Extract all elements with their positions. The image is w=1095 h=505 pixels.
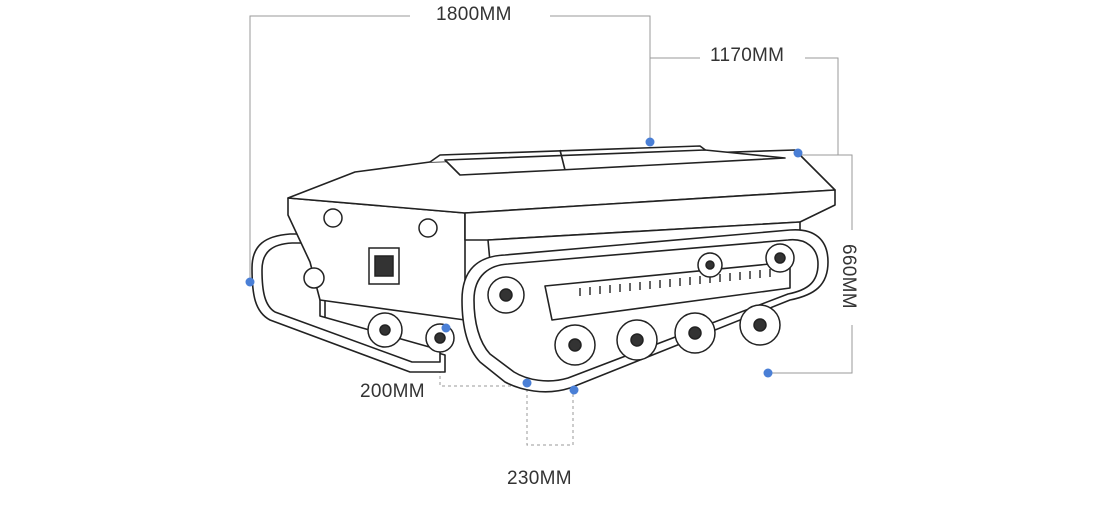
front-light-left (323, 208, 343, 228)
marker-length-start (245, 277, 255, 287)
dimension-markers (245, 137, 803, 395)
marker-track-right (569, 385, 579, 395)
track-width-label: 230MM (503, 468, 576, 490)
marker-width-end (793, 148, 803, 158)
length-dim-line-left (249, 15, 410, 282)
ground-clearance-label: 200MM (356, 381, 429, 403)
width-label: 1170MM (706, 45, 789, 67)
chassis-body (251, 145, 836, 393)
track-width-dim-line (526, 383, 574, 446)
height-label: 660MM (838, 244, 859, 309)
front-switch (374, 255, 394, 277)
road-wheels (303, 243, 795, 366)
length-label: 1800MM (432, 4, 516, 26)
far-wheel-front (303, 267, 325, 289)
height-dim-line-top (800, 154, 853, 230)
width-dim-line-right (805, 57, 839, 155)
top-panel (444, 149, 786, 176)
width-dim-line-left (649, 57, 700, 142)
marker-clearance (441, 323, 451, 333)
front-panel-details (323, 208, 438, 285)
marker-track-left (522, 378, 532, 388)
height-dim-line-bottom (768, 325, 853, 374)
top-panel-split (559, 149, 566, 171)
marker-height-bottom (763, 368, 773, 378)
length-dim-line-right (550, 15, 651, 142)
marker-length-end (645, 137, 655, 147)
side-plate-slots (579, 269, 771, 296)
front-light-right (418, 218, 438, 238)
